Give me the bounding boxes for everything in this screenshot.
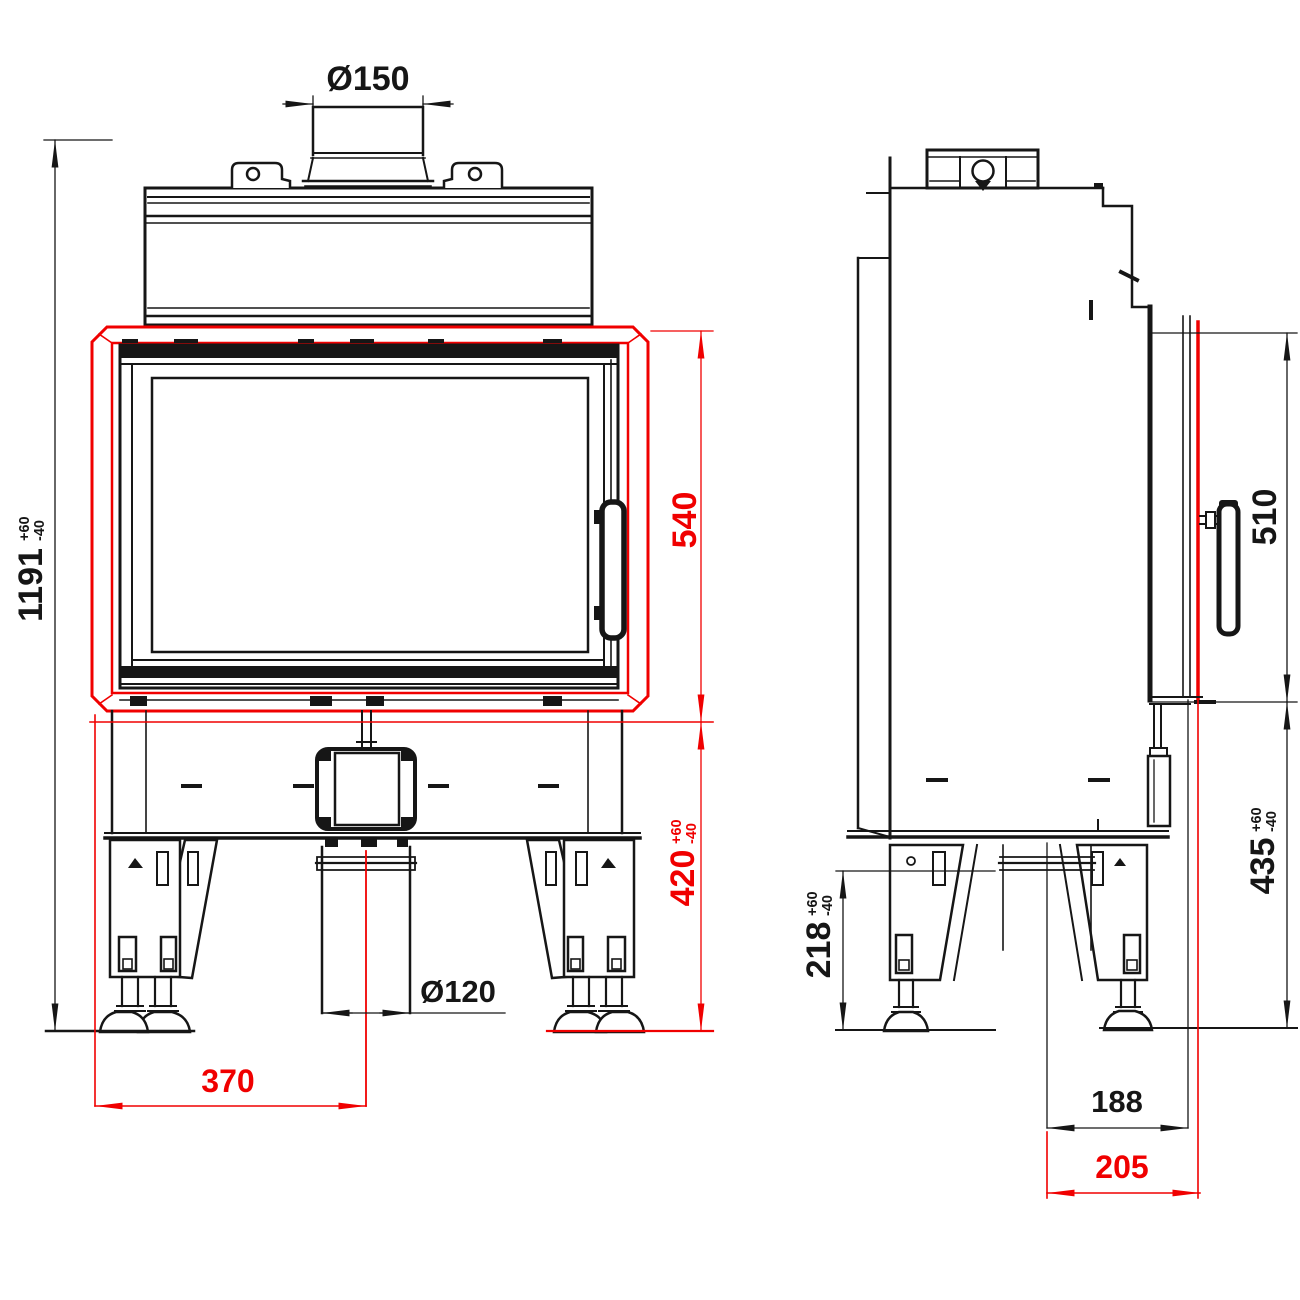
dim-door-depth: 205 — [1046, 699, 1201, 1199]
svg-text:435: 435 — [1244, 838, 1282, 895]
mounting-bracket-left — [230, 161, 292, 190]
fire-door — [118, 343, 627, 706]
svg-text:-40: -40 — [32, 520, 48, 541]
top-convection-box — [143, 161, 594, 327]
svg-text:510: 510 — [1246, 489, 1284, 546]
foot — [594, 975, 646, 1034]
dim-duct-diameter: Ø120 — [321, 974, 506, 1017]
side-door-edge — [1097, 315, 1241, 832]
door-sill-tabs — [119, 696, 619, 706]
decorative-frame — [90, 325, 650, 713]
dim-side-front-height: 435 +60 -40 — [1099, 701, 1298, 1029]
door-glass — [150, 376, 590, 654]
svg-text:-40: -40 — [820, 895, 836, 916]
dimensions: Ø150 1191 +60 -40 540 420 + — [12, 60, 1298, 1199]
svg-text:188: 188 — [1091, 1084, 1143, 1119]
dim-leg-height: 218 +60 -40 — [800, 870, 996, 1031]
flue-collar — [301, 105, 435, 187]
side-door-handle — [1199, 500, 1241, 637]
air-control-gearbox — [315, 747, 417, 831]
legs-side — [882, 843, 1154, 1033]
svg-text:205: 205 — [1095, 1149, 1148, 1185]
svg-text:Ø120: Ø120 — [420, 974, 496, 1009]
foot — [136, 975, 192, 1034]
side-view — [835, 148, 1241, 1129]
svg-text:Ø150: Ø150 — [326, 60, 409, 98]
svg-text:218: 218 — [800, 922, 838, 979]
dim-frame-height: 540 — [89, 330, 714, 723]
front-view — [44, 105, 715, 1107]
svg-text:-40: -40 — [1264, 811, 1280, 832]
svg-text:-40: -40 — [684, 823, 700, 844]
svg-text:+60: +60 — [669, 819, 685, 844]
svg-text:+60: +60 — [1249, 807, 1265, 832]
foot — [1102, 978, 1154, 1032]
dim-duct-offset: 370 — [94, 714, 367, 1110]
foot — [98, 975, 150, 1034]
svg-text:370: 370 — [201, 1063, 254, 1099]
svg-text:+60: +60 — [17, 516, 33, 541]
side-top-bracket — [925, 148, 1040, 191]
svg-text:+60: +60 — [805, 891, 821, 916]
door-lift-mechanism — [1097, 705, 1172, 832]
mounting-bracket-right — [442, 161, 504, 190]
svg-text:420: 420 — [664, 850, 702, 907]
legs-front — [98, 838, 646, 1034]
lower-base-body — [103, 709, 642, 840]
svg-text:1191: 1191 — [12, 548, 50, 622]
dim-duct-depth-offset: 188 — [1046, 699, 1189, 1132]
dim-base-height: 420 +60 -40 — [664, 721, 705, 1032]
side-body-outline — [846, 156, 1170, 840]
foot — [882, 978, 930, 1033]
combustion-air-duct — [314, 839, 418, 1107]
side-duct — [997, 842, 1097, 1129]
dim-side-door-height: 510 — [1149, 332, 1298, 703]
dim-total-height: 1191 +60 -40 — [12, 139, 113, 1032]
door-handle — [594, 499, 627, 641]
dim-flue-diameter: Ø150 — [282, 60, 454, 115]
svg-text:540: 540 — [666, 492, 704, 549]
